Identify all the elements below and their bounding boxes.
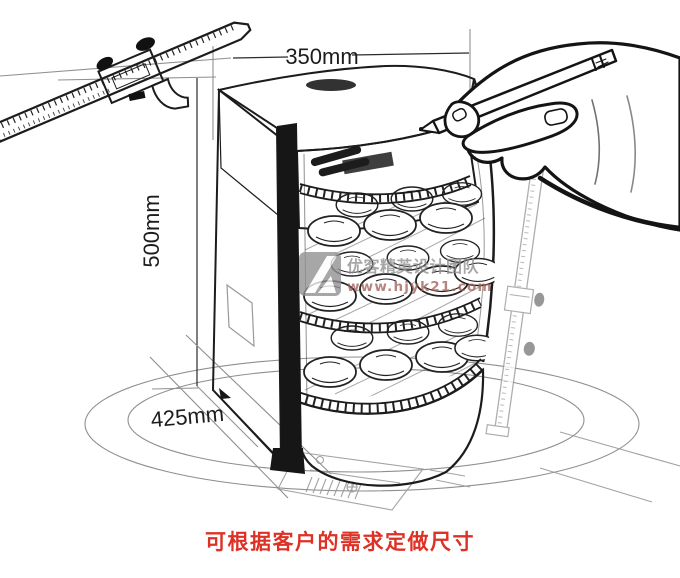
caliper-jaw [151,77,190,110]
cabinet-top-face [216,64,476,153]
display-warmer-illustration [211,64,496,487]
dimension-width-line [232,52,470,59]
perspective-line [559,431,680,467]
top-vent [306,79,356,91]
floor-sketch-tools [277,431,680,511]
caliper-slider [97,48,165,105]
bun [419,202,473,234]
caption-text: 可根据客户的需求定做尺寸 [205,530,475,554]
dimension-height-label: 500mm [139,194,164,267]
shelf-rack-2 [298,297,482,334]
dimension-depth-label: 425mm [150,401,225,432]
bun [359,349,413,381]
thumbnail [544,108,568,126]
caliper-beam [0,21,252,144]
ruler-knob [534,292,545,307]
glass-reflection [226,283,255,348]
vertical-ruler-illustration [485,165,545,438]
front-pillar [277,123,302,464]
hand-with-pencil-illustration [419,41,680,232]
pencil-eraser-band [591,55,609,71]
shelf-rack-1 [298,175,472,205]
watermark-team-text: 优客精英设计团队 [347,257,480,276]
serving-tongs [310,145,394,177]
perspective-line [539,467,653,503]
bun [307,215,361,247]
bun [303,356,357,388]
pillar-foot [270,448,305,474]
ruler-slider [503,285,535,315]
watermark: 优客精英设计团队 www.hjyk21.com [299,252,493,296]
watermark-url-text: www.hjyk21.com [347,279,493,295]
shelf-rack-3 [296,358,486,415]
caliper-thumb-knob [135,37,155,51]
caliper-thumb-knob [96,56,114,71]
dimension-annotations: 350mm 500mm 425mm [0,29,471,499]
ruler-knob [523,341,535,356]
pencil-tip [419,120,440,134]
fingernail [452,107,467,122]
bun [363,209,417,241]
turntable-ellipse-outer [84,356,640,492]
caliper-illustration [0,21,252,144]
hatched-strip [305,476,362,500]
bun [454,334,496,362]
dimension-depth-line [149,334,332,499]
dimension-width-label: 350mm [285,44,358,69]
